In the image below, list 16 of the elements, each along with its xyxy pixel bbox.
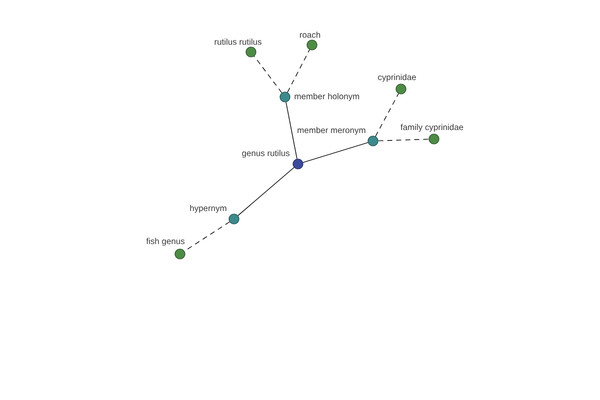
- connector-line: [238, 167, 294, 216]
- connector-line: [375, 93, 399, 137]
- node-label: fish genus: [146, 238, 184, 246]
- connector-line: [287, 49, 310, 93]
- connector-line: [302, 142, 368, 163]
- connector-line: [286, 102, 298, 160]
- node-label: roach: [300, 32, 320, 38]
- node-label: cyprinidae: [378, 74, 416, 82]
- node-label: rutilus rutilus: [214, 38, 262, 45]
- node-label: family cyprinidae: [400, 124, 464, 132]
- connector-line: [254, 56, 282, 94]
- connector-line: [378, 138, 430, 142]
- node-label: hypernym: [190, 204, 226, 213]
- node-label: member holonym: [294, 93, 360, 101]
- node-label: member meronym: [298, 126, 366, 135]
- node-label: genus rutilus: [242, 150, 290, 158]
